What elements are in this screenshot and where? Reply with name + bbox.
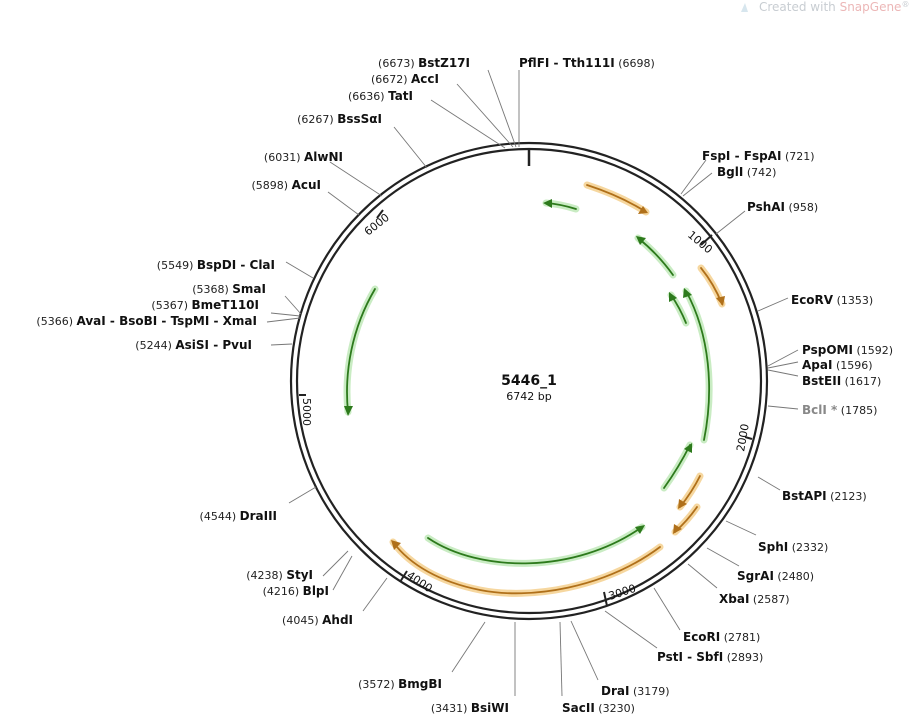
tick-label-5000: 5000 [300, 398, 313, 426]
plasmid-length: 6742 bp [506, 390, 551, 403]
feature-arrowhead [638, 206, 648, 214]
enzyme-label: (6267) BssSαI [297, 112, 382, 126]
enzyme-label: BclI * (1785) [802, 403, 877, 417]
enzyme-labels: PflFI - Tth111I (6698) (6673) BstZ17I (6… [36, 56, 893, 715]
enzyme-label: PspOMI (1592) [802, 343, 893, 357]
enzyme-label: (5244) AsiSI - PvuI [135, 338, 252, 352]
tick-3000 [603, 591, 608, 607]
feature-arrowhead [391, 540, 401, 550]
tick-label-1000: 1000 [685, 228, 715, 256]
backbone-outer-ring [289, 141, 769, 621]
feature-arrowhead [635, 525, 645, 534]
tick-2000 [744, 436, 753, 440]
tick-label-2000: 2000 [734, 423, 752, 453]
branding-name: SnapGene [840, 0, 902, 14]
enzyme-label: SacII (3230) [562, 701, 635, 715]
feature-arrowhead [344, 406, 353, 416]
enzyme-label: BstEII (1617) [802, 374, 881, 388]
enzyme-label: (5898) AcuI [252, 178, 322, 192]
enzyme-label: (4238) StyI [246, 568, 313, 582]
enzyme-label: (5368) SmaI [192, 282, 266, 296]
enzyme-label: BglI (742) [717, 165, 776, 179]
branding-mark: ® [901, 0, 909, 9]
feature-arc-green [682, 287, 713, 444]
enzyme-label: XbaI (2587) [719, 592, 789, 606]
enzyme-label: PstI - SbfI (2893) [657, 650, 763, 664]
enzyme-label: (3572) BmgBI [358, 677, 442, 691]
feature-arc-orange [583, 181, 650, 216]
enzyme-label: (3431) BsiWI [431, 701, 509, 715]
leader-lines [266, 69, 799, 697]
enzyme-label: (5367) BmeT110I [151, 298, 259, 312]
enzyme-label: SphI (2332) [758, 540, 828, 554]
enzyme-label: PshAI (958) [747, 200, 818, 214]
backbone-inner-ring [295, 147, 763, 615]
features [343, 181, 726, 597]
enzyme-label: (5366) AvaI - BsoBI - TspMI - XmaI [36, 314, 257, 328]
enzyme-label: EcoRV (1353) [791, 293, 873, 307]
enzyme-label: (5549) BspDI - ClaI [157, 258, 275, 272]
tick-1000 [700, 234, 713, 246]
feature-arc-orange [392, 541, 661, 595]
feature-arrowhead [673, 524, 682, 534]
branding-prefix: Created with [759, 0, 840, 14]
feature-arrowhead [636, 236, 646, 245]
svg-text:Created with SnapGene®: Created with SnapGene® [759, 0, 909, 14]
feature-arc-green [685, 290, 710, 441]
feature-arrowhead [678, 499, 687, 509]
plasmid-name: 5446_1 [501, 373, 557, 389]
enzyme-label: (6673) BstZ17I [378, 56, 470, 70]
enzyme-label: PflFI - Tth111I (6698) [519, 56, 655, 70]
feature-arrowhead [716, 296, 725, 306]
tick-4000 [399, 570, 408, 583]
enzyme-label: BstAPI (2123) [782, 489, 867, 503]
enzyme-label: (6636) TatI [348, 89, 413, 103]
snapgene-branding: Created with SnapGene® [741, 0, 909, 14]
feature-arrowhead [543, 199, 552, 208]
enzyme-label: EcoRI (2781) [683, 630, 760, 644]
enzyme-label: (6031) AlwNI [264, 150, 343, 164]
feature-arrowhead [684, 443, 692, 453]
feature-arrowhead [669, 292, 677, 302]
feature-arrowhead [683, 288, 692, 298]
enzyme-label: SgrAI (2480) [737, 569, 814, 583]
enzyme-label: (6672) AccI [371, 72, 439, 86]
feature-arc-green [427, 526, 643, 565]
feature-arc-green [346, 288, 376, 413]
enzyme-label: FspI - FspAI (721) [702, 149, 815, 163]
enzyme-label: (4045) AhdI [282, 613, 353, 627]
enzyme-label: (4544) DraIII [200, 509, 277, 523]
enzyme-label: DraI (3179) [601, 684, 670, 698]
snapgene-logo-icon [741, 3, 748, 12]
enzyme-label: ApaI (1596) [802, 358, 873, 372]
enzyme-label: (4216) BlpI [263, 584, 329, 598]
tick-6000 [376, 209, 384, 219]
